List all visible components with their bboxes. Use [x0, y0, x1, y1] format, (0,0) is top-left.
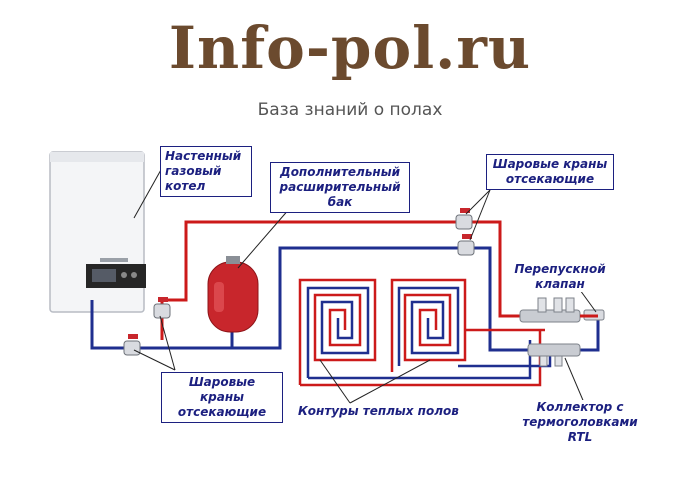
ball-valve-top-supply: [455, 208, 473, 230]
ball-valve-bottom-supply: [153, 297, 171, 319]
bypass-valve: [580, 309, 605, 321]
floor-loop-2: [390, 278, 552, 372]
gas-boiler: [49, 151, 146, 313]
return-pipes: [90, 246, 600, 352]
floor-loops-label: Контуры теплых полов: [298, 404, 459, 419]
bypass-valve-label: Перепускной клапан: [512, 262, 608, 292]
manifold-label: Коллектор с термоголовками RTL: [520, 400, 640, 445]
ball-valves-bottom-label: Шаровые краны отсекающие: [161, 372, 283, 423]
boiler-label: Настенный газовый котел: [160, 146, 252, 197]
ball-valves-top-label: Шаровые краны отсекающие: [486, 154, 614, 190]
logo: Info-pol.ru База знаний о полах: [0, 4, 700, 124]
logo-title: Info-pol.ru: [168, 14, 532, 82]
leader-lines: [133, 167, 597, 406]
expansion-tank: [207, 256, 259, 333]
manifold: [519, 297, 581, 367]
logo-tagline: База знаний о полах: [257, 100, 443, 120]
expansion-tank-label: Дополнительный расширительный бак: [270, 162, 410, 213]
ball-valve-top-return: [457, 234, 475, 256]
